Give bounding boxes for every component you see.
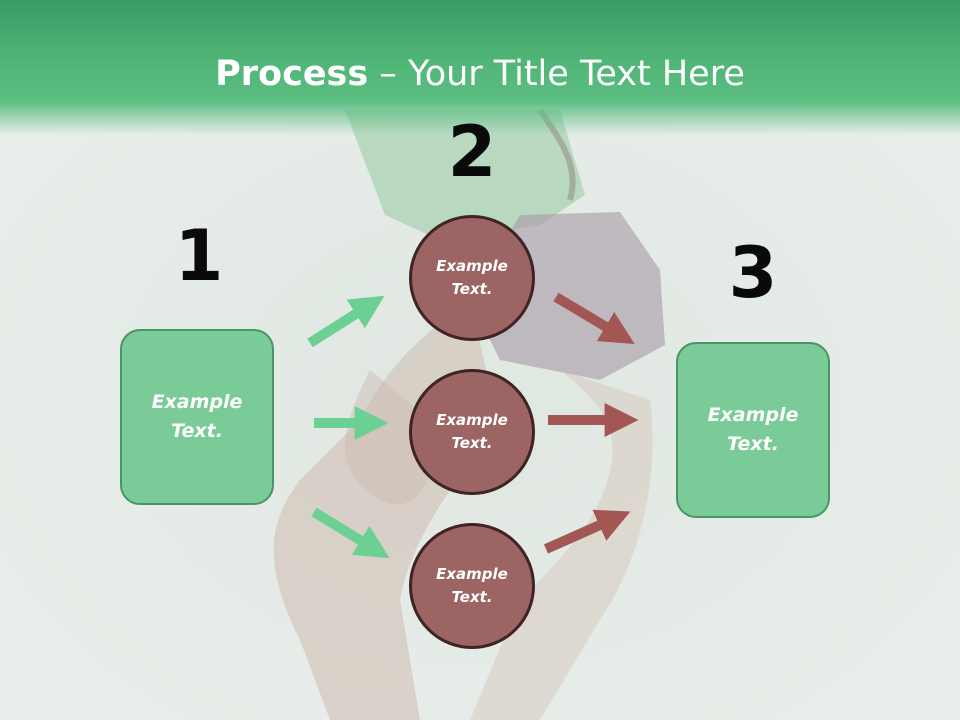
- step1-text: Example Text.: [151, 391, 243, 442]
- title-banner: [0, 0, 960, 135]
- step-number-1: 1: [174, 215, 224, 297]
- title-rest: – Your Title Text Here: [368, 54, 745, 94]
- arrow-step1-to-bottom: [311, 507, 390, 559]
- step2-circle-bottom-text: Example Text.: [436, 565, 508, 606]
- step2-circle-bottom[interactable]: Example Text.: [409, 523, 535, 649]
- arrow-top-to-step3: [553, 292, 635, 344]
- step2-circle-middle-text: Example Text.: [436, 411, 508, 452]
- step3-text: Example Text.: [707, 404, 799, 455]
- step3-box[interactable]: Example Text.: [676, 342, 830, 518]
- arrow-step1-to-top: [307, 295, 385, 348]
- title-bold: Process: [215, 54, 369, 94]
- arrow-bottom-to-step3: [543, 509, 631, 554]
- step-number-2: 2: [447, 111, 497, 193]
- step2-circle-top-text: Example Text.: [436, 257, 508, 298]
- slide-title: Process – Your Title Text Here: [0, 52, 960, 96]
- step1-box[interactable]: Example Text.: [120, 329, 274, 505]
- step-number-3: 3: [728, 232, 778, 314]
- step2-circle-top[interactable]: Example Text.: [409, 215, 535, 341]
- step2-circle-middle[interactable]: Example Text.: [409, 369, 535, 495]
